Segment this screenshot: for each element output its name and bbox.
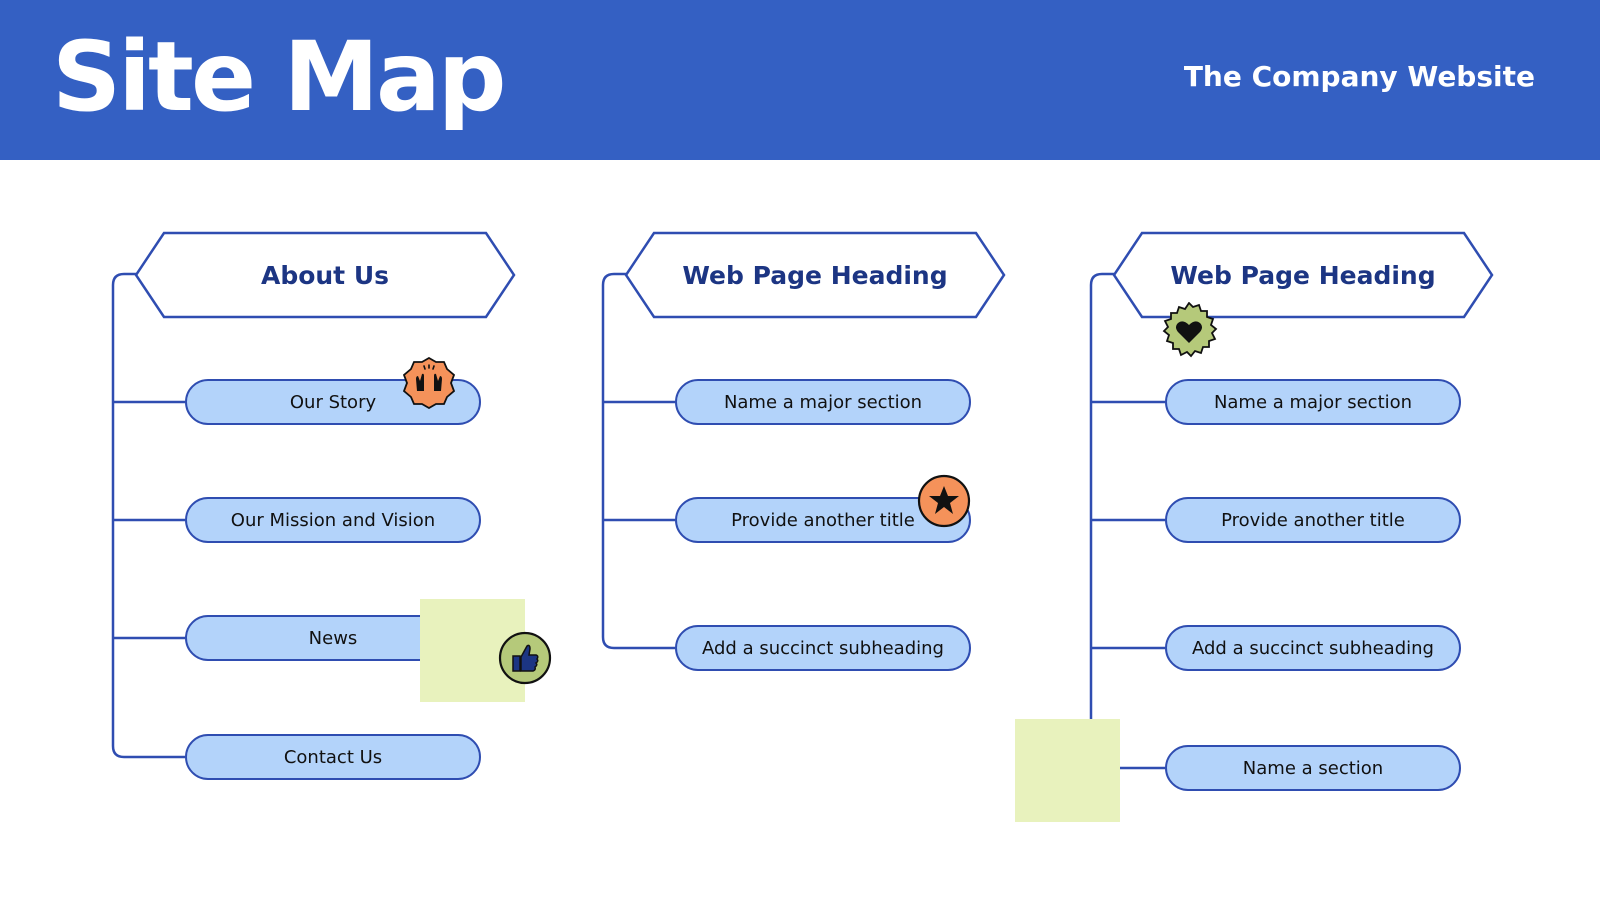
page-node-major-section[interactable]: Name a major section: [1165, 379, 1461, 425]
header-bar: Site Map The Company Website: [0, 0, 1600, 160]
star-icon: [917, 474, 971, 528]
raised-hands-icon: [403, 357, 455, 409]
page-title: Site Map: [52, 21, 506, 133]
section-heading-about-us[interactable]: About Us: [134, 231, 516, 319]
page-node-another-title[interactable]: Provide another title: [1165, 497, 1461, 543]
page-node-our-mission-and-vision[interactable]: Our Mission and Vision: [185, 497, 481, 543]
section-heading-label: Web Page Heading: [1170, 260, 1436, 290]
page-node-subheading[interactable]: Add a succinct subheading: [1165, 625, 1461, 671]
page-node-major-section[interactable]: Name a major section: [675, 379, 971, 425]
page-node-another-title[interactable]: Provide another title: [675, 497, 971, 543]
hexagon-shape: [134, 231, 516, 319]
page-subtitle: The Company Website: [1183, 60, 1535, 93]
hexagon-shape: [624, 231, 1006, 319]
hexagon-shape: [1112, 231, 1494, 319]
page-node-name-a-section[interactable]: Name a section: [1165, 745, 1461, 791]
thumbs-up-icon: [498, 631, 552, 685]
page-node-subheading[interactable]: Add a succinct subheading: [675, 625, 971, 671]
section-heading-label: Web Page Heading: [682, 260, 948, 290]
section-heading-label: About Us: [260, 260, 390, 290]
sticky-note[interactable]: [1015, 719, 1120, 822]
page-node-contact-us[interactable]: Contact Us: [185, 734, 481, 780]
section-heading-web-page-2[interactable]: Web Page Heading: [1112, 231, 1494, 319]
section-heading-web-page-1[interactable]: Web Page Heading: [624, 231, 1006, 319]
heart-icon: [1162, 302, 1218, 358]
